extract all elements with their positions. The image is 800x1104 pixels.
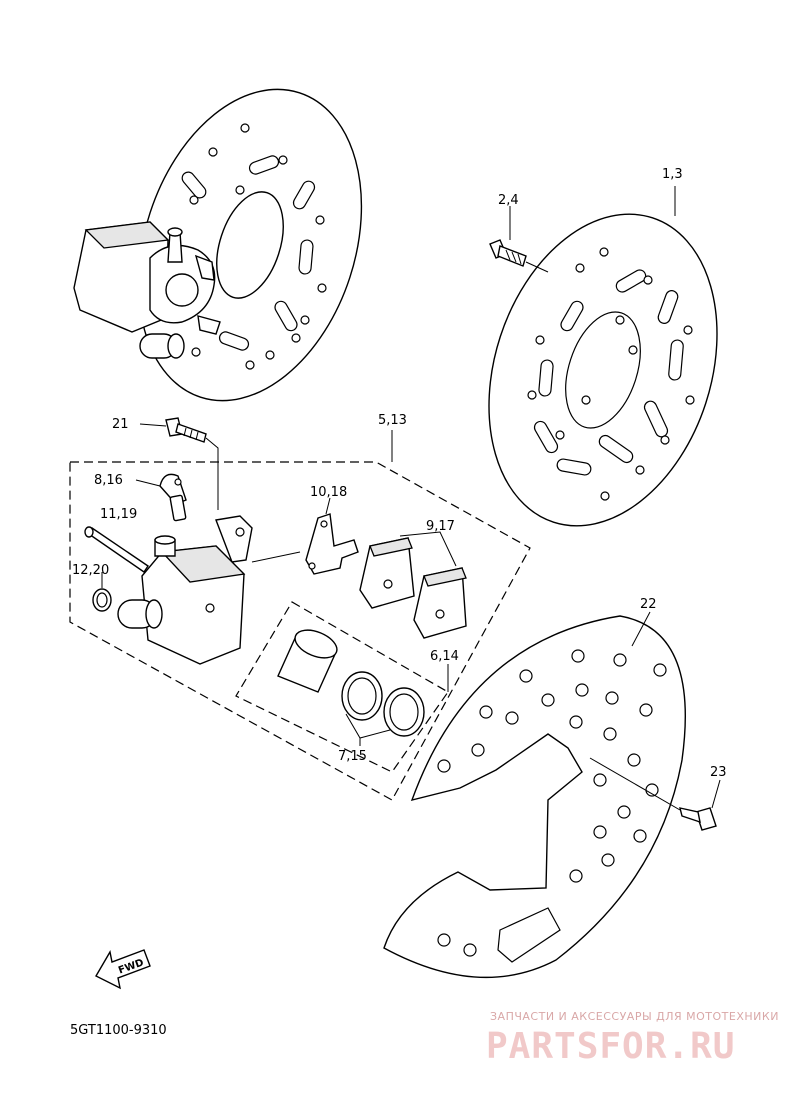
callout-11-19: 11,19: [100, 507, 137, 522]
callout-10-18: 10,18: [310, 485, 347, 500]
fwd-arrow-icon: FWD: [95, 949, 151, 990]
assembled-brake-disc: [137, 88, 363, 402]
piston-seals: [341, 671, 425, 737]
bleeder-screw: [159, 473, 187, 522]
brake-disc: [488, 213, 718, 527]
callout-22: 22: [640, 597, 657, 612]
dust-seal: [92, 588, 112, 612]
callout-2-4: 2,4: [498, 193, 519, 208]
callout-21: 21: [112, 417, 129, 432]
caliper-body: [117, 515, 253, 665]
watermark-brand: PARTSFOR.RU: [486, 1026, 735, 1067]
callout-12-20: 12,20: [72, 563, 109, 578]
callout-7-15: 7,15: [338, 749, 367, 764]
pad-spring: [305, 513, 359, 575]
callout-5-13: 5,13: [378, 413, 407, 428]
callout-9-17: 9,17: [426, 519, 455, 534]
caliper-bolt: [165, 417, 207, 443]
caliper-assembly-boundary: [69, 461, 531, 801]
piston-kit-boundary: [235, 601, 449, 773]
callout-6-14: 6,14: [430, 649, 459, 664]
assembled-caliper: [73, 221, 221, 359]
brake-pads: [359, 537, 467, 639]
disc-guard: [383, 615, 686, 979]
callout-1-3: 1,3: [662, 167, 683, 182]
diagram-code: 5GT1100-9310: [70, 1023, 167, 1038]
guard-bolt: [679, 807, 717, 831]
callout-23: 23: [710, 765, 727, 780]
callout-8-16: 8,16: [94, 473, 123, 488]
watermark-tagline: ЗАПЧАСТИ И АКСЕССУАРЫ ДЛЯ МОТОТЕХНИКИ: [490, 1010, 779, 1023]
disc-bolt: [489, 239, 527, 267]
piston: [277, 629, 338, 693]
pad-pin: [84, 526, 149, 573]
